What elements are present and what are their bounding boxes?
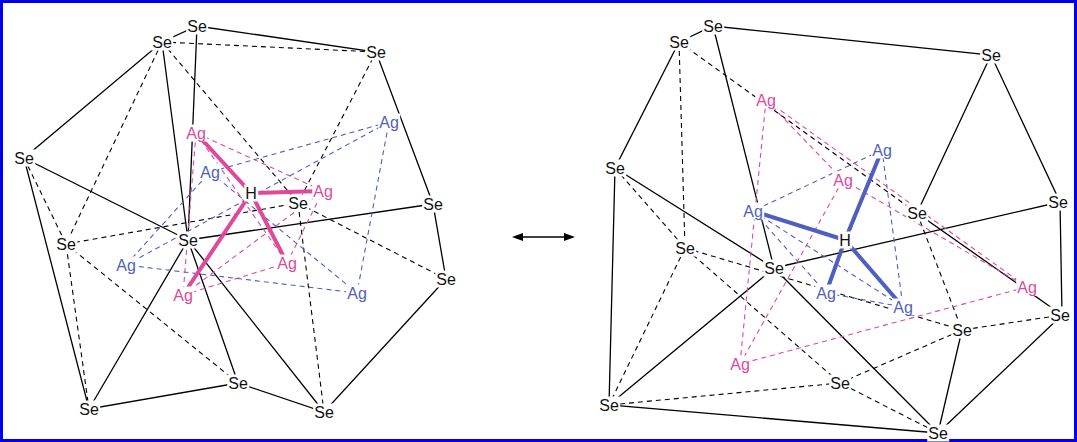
atom-label: Ag bbox=[185, 125, 207, 142]
atom-label: Se bbox=[435, 271, 457, 288]
atom-label: Se bbox=[906, 205, 928, 222]
cage-front-edges bbox=[609, 26, 1062, 433]
atom-label: Se bbox=[951, 322, 973, 339]
atom-label: Se bbox=[177, 232, 199, 249]
hydride-bonds bbox=[753, 150, 903, 307]
atom-label: Ag bbox=[276, 255, 298, 272]
atom-label: Ag bbox=[832, 172, 854, 189]
pink-tetrahedron bbox=[183, 133, 323, 295]
atom-label: Ag bbox=[115, 257, 137, 274]
atom-label: Se bbox=[598, 397, 620, 414]
cage-back-edges bbox=[24, 42, 446, 412]
atom-label: Ag bbox=[172, 287, 194, 304]
blue-tetrahedron bbox=[753, 150, 903, 307]
atom-label: Ag bbox=[346, 285, 368, 302]
atom-label: Se bbox=[674, 240, 696, 257]
atom-label: Se bbox=[604, 160, 626, 177]
cage-back-edges bbox=[609, 42, 1062, 433]
atom-label: Se bbox=[186, 18, 208, 35]
atom-label: Se bbox=[668, 34, 690, 51]
atom-label: Se bbox=[927, 425, 949, 442]
atom-label: Se bbox=[1047, 194, 1069, 211]
atom-label: Se bbox=[287, 195, 309, 212]
atom-label: Se bbox=[422, 196, 444, 213]
atom-label: H bbox=[244, 185, 258, 202]
atom-label: H bbox=[838, 232, 852, 249]
atom-label: Ag bbox=[892, 299, 914, 316]
atom-label: Ag bbox=[871, 142, 893, 159]
atom-label: Ag bbox=[378, 114, 400, 131]
atom-label: Ag bbox=[729, 356, 751, 373]
hydride-bonds bbox=[183, 133, 323, 295]
atom-label: Se bbox=[151, 34, 173, 51]
cage-front-edges bbox=[24, 26, 446, 412]
atom-label: Se bbox=[980, 47, 1002, 64]
atom-label: Ag bbox=[755, 92, 777, 109]
atom-label: Se bbox=[365, 44, 387, 61]
atom-label: Se bbox=[702, 18, 724, 35]
atom-label: Ag bbox=[1016, 279, 1038, 296]
atom-label: Se bbox=[763, 260, 785, 277]
atom-label: Ag bbox=[815, 285, 837, 302]
atom-label: Se bbox=[313, 404, 335, 421]
atom-label: Se bbox=[78, 401, 100, 418]
equilibrium-arrow bbox=[520, 236, 567, 238]
arrow-head bbox=[564, 233, 575, 241]
atom-label: Se bbox=[227, 375, 249, 392]
atom-label: Ag bbox=[312, 183, 334, 200]
atom-label: Se bbox=[55, 236, 77, 253]
atom-label: Se bbox=[829, 375, 851, 392]
pink-tetrahedron bbox=[740, 100, 1027, 364]
arrow-head bbox=[512, 233, 523, 241]
atom-label: Se bbox=[13, 150, 35, 167]
atom-label: Se bbox=[1049, 307, 1071, 324]
atom-label: Ag bbox=[742, 203, 764, 220]
atom-label: Ag bbox=[199, 164, 221, 181]
